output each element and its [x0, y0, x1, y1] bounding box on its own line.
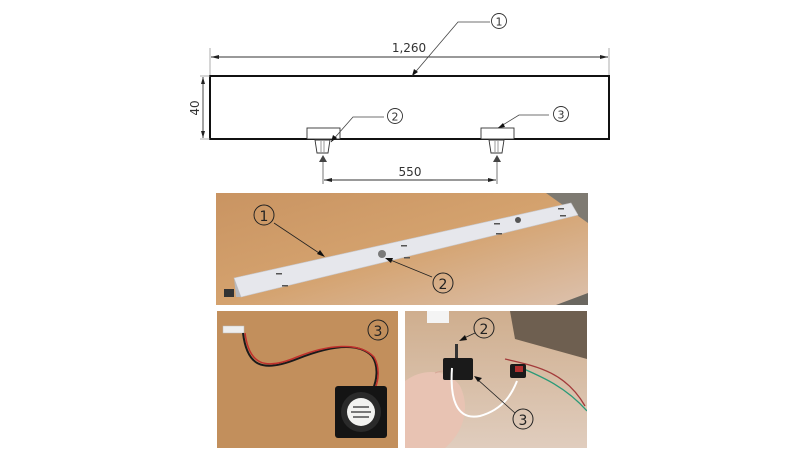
- svg-text:2: 2: [480, 322, 489, 338]
- svg-text:3: 3: [519, 413, 528, 429]
- fan-photo: 3: [217, 311, 398, 448]
- svg-text:3: 3: [558, 109, 565, 122]
- svg-text:2: 2: [392, 111, 399, 124]
- length-dimension: 1,260: [392, 41, 426, 55]
- svg-text:1: 1: [260, 209, 269, 225]
- technical-drawing-svg: 1,260 40 1 2 3: [188, 13, 610, 184]
- technical-drawing: 1,260 40 1 2 3: [0, 0, 800, 190]
- svg-text:1: 1: [496, 16, 503, 29]
- svg-text:3: 3: [374, 324, 383, 340]
- svg-text:2: 2: [439, 277, 448, 293]
- bar-outline: [209, 75, 610, 140]
- hand-fan-photo: 2 3: [405, 311, 587, 448]
- bar-photo: 1 2: [216, 193, 588, 305]
- spacing-dimension: 550: [399, 165, 422, 179]
- height-dimension: 40: [188, 100, 202, 115]
